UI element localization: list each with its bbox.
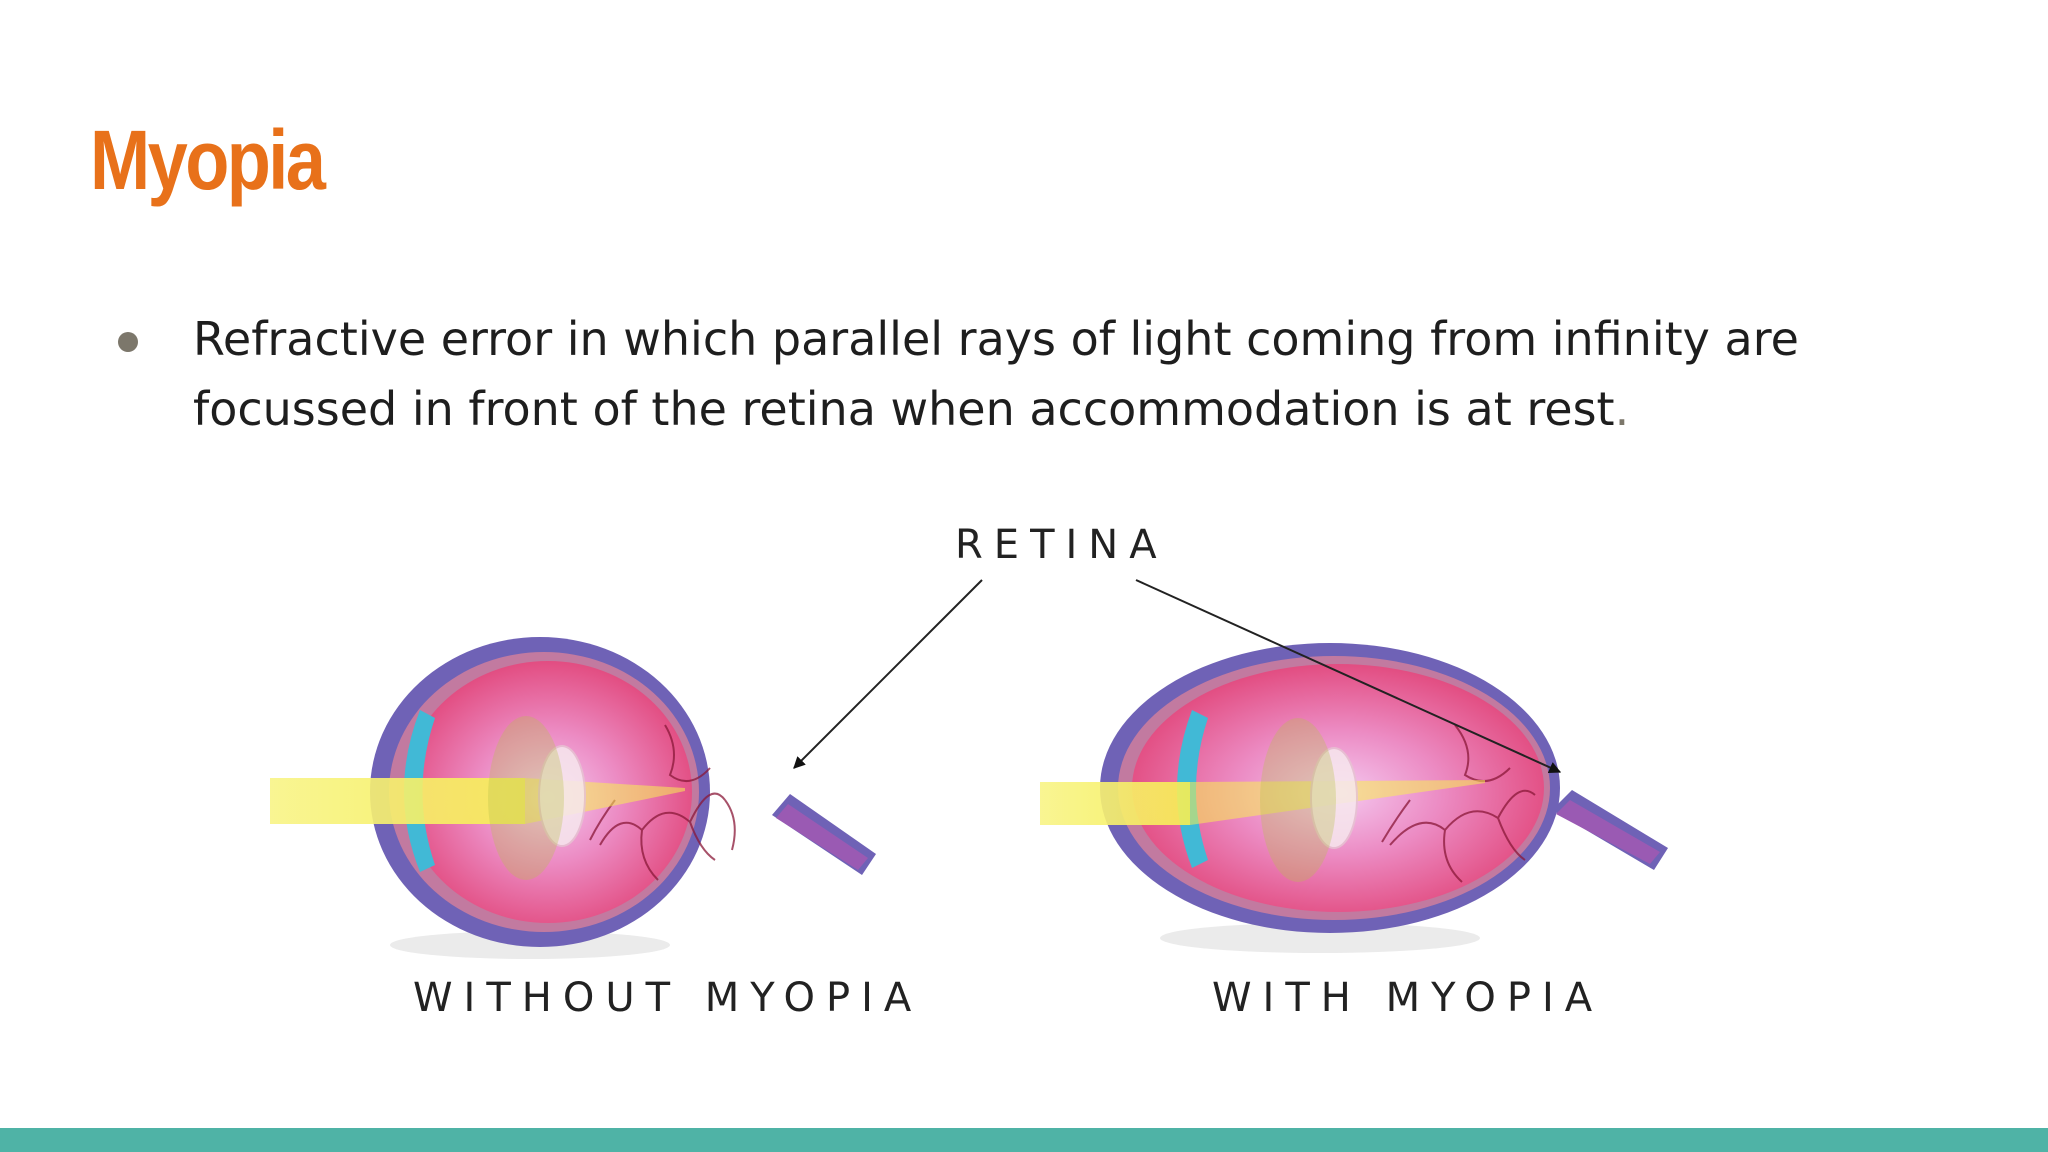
eye-without-myopia: [270, 637, 876, 959]
retina-pointer-right: [1135, 579, 1562, 774]
bullet-dot-icon: [118, 332, 138, 352]
eye-shadow: [1160, 923, 1480, 953]
retina-vessels: [1381, 724, 1536, 883]
optic-nerve-core: [776, 804, 868, 870]
bullet-text-body: Refractive error in which parallel rays …: [193, 312, 1799, 436]
retina-vessels: [589, 724, 736, 881]
light-ray: [270, 778, 525, 824]
iris-overlay: [1260, 718, 1336, 882]
crystalline-lens: [1310, 747, 1358, 849]
myopia-diagram: [270, 500, 1690, 1040]
bullet-item: Refractive error in which parallel rays …: [118, 304, 1938, 444]
bullet-text: Refractive error in which parallel rays …: [193, 304, 1933, 444]
footer-accent-bar: [0, 1128, 2048, 1152]
eye-illustration: [270, 579, 1668, 959]
eye-with-myopia: [1040, 643, 1668, 953]
bullet-end-mark: .: [1614, 382, 1630, 436]
crystalline-lens: [538, 745, 586, 847]
retina-pointer-left: [793, 579, 983, 769]
with-myopia-label: WITH MYOPIA: [1212, 975, 1604, 1021]
light-ray: [1040, 782, 1190, 825]
without-myopia-label: WITHOUT MYOPIA: [413, 975, 923, 1021]
iris-overlay: [488, 716, 564, 880]
optic-nerve-core: [1556, 800, 1660, 864]
retina-label: RETINA: [955, 522, 1168, 568]
slide-title: Myopia: [90, 113, 326, 207]
